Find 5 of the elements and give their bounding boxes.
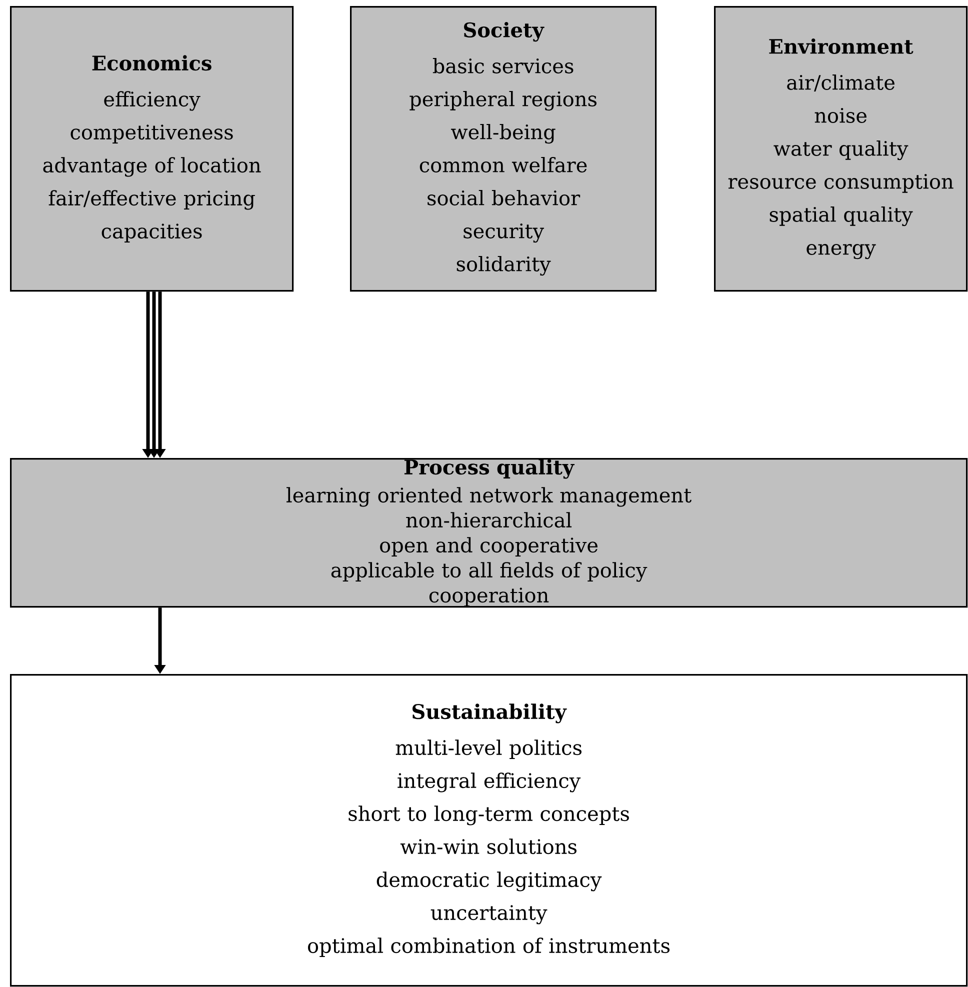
text-box: Society basic services peripheral regions well-being common welfare social behavior security solidarity xyxy=(350,6,657,292)
text-box: Sustainability multi-level politics integral efficiency short to long-term concepts win-win solutions democratic legitimacy uncertainty optimal combination of instruments xyxy=(10,674,968,987)
text-box: Environment air/climate noise water quality resource consumption spatial quality energy xyxy=(714,6,968,292)
text-box: Process quality learning oriented network management non-hierarchical open and cooperative applicable to all fields of policy cooperation xyxy=(10,458,968,608)
text-box: Economics efficiency competitiveness advantage of location fair/effective pricing capacities xyxy=(10,6,294,292)
